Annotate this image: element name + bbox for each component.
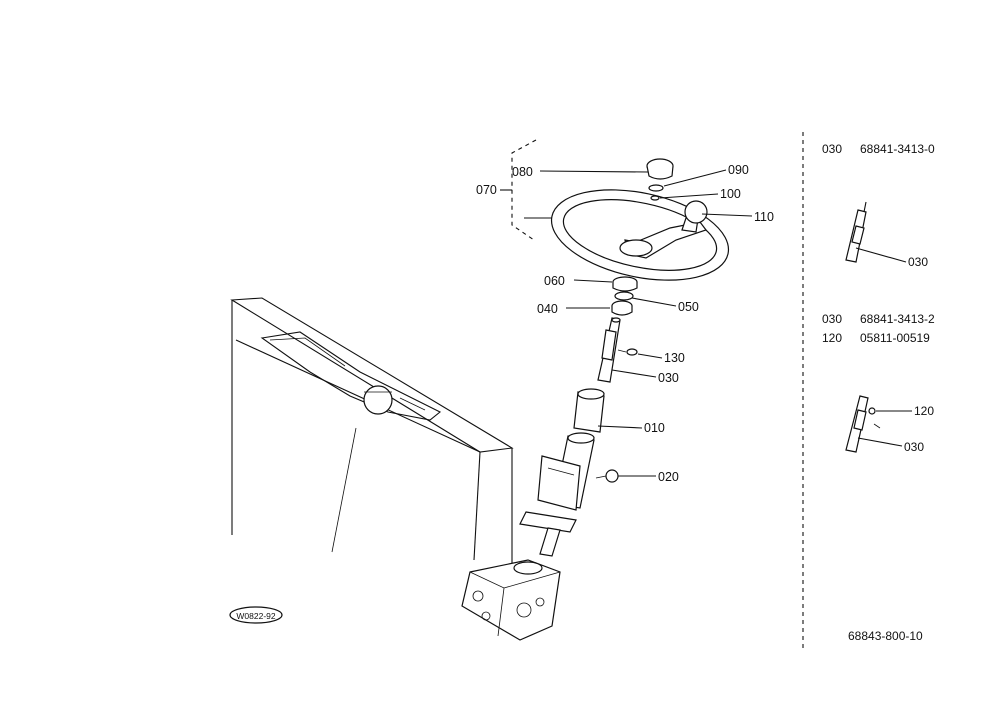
variant-a-part: 68841-3413-0: [860, 142, 935, 156]
reference-stamp: W0822-92: [229, 606, 283, 624]
stamp-text: W0822-92: [236, 611, 275, 621]
callout-100: 100: [720, 187, 741, 201]
variant-b-no-2: 120: [822, 331, 842, 345]
variant-b-panel: 030 68841-3413-2 120 05811-00519 120 030: [822, 312, 935, 454]
callout-060: 060: [544, 274, 565, 288]
steering-wheel: [550, 158, 730, 281]
steering-valve-unit: [461, 559, 561, 641]
callout-040: 040: [537, 302, 558, 316]
variant-a-panel: 030 68841-3413-0 030: [822, 142, 935, 269]
column-tube: [519, 388, 619, 557]
variant-b-part-1: 68841-3413-2: [860, 312, 935, 326]
callout-130: 130: [664, 351, 685, 365]
callout-050: 050: [678, 300, 699, 314]
variant-b-callout-120: 120: [914, 404, 934, 418]
variant-a-no: 030: [822, 142, 842, 156]
leader-lines: [539, 169, 753, 477]
callout-070: 070: [476, 183, 497, 197]
steering-shaft: [597, 317, 638, 383]
callout-080: 080: [512, 165, 533, 179]
dash-panel: [230, 297, 514, 582]
variant-b-part-2: 05811-00519: [860, 331, 930, 345]
callout-010: 010: [644, 421, 665, 435]
nut-washer-stack: [611, 276, 638, 316]
callout-030: 030: [658, 371, 679, 385]
variant-b-callout-030: 030: [904, 440, 924, 454]
drawing-number: 68843-800-10: [848, 629, 923, 643]
callout-020: 020: [658, 470, 679, 484]
callout-110: 110: [754, 210, 774, 224]
variant-b-no-1: 030: [822, 312, 842, 326]
variant-a-callout: 030: [908, 255, 928, 269]
bracket-070: [500, 139, 560, 241]
callout-090: 090: [728, 163, 749, 177]
